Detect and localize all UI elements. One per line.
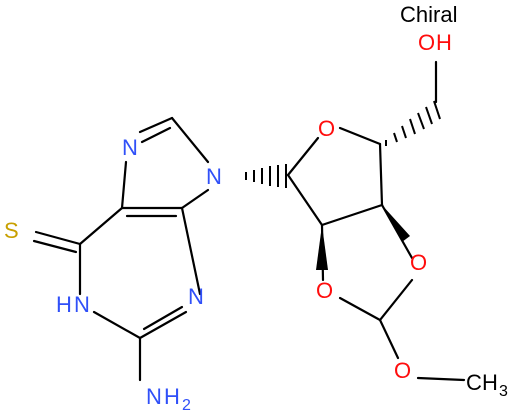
atom-o-dioxolane-left: O [316,278,333,303]
bond-n3-c4 [180,206,202,296]
atom-oh-o: O [418,30,435,55]
bond-n1-c2 [92,310,142,340]
atom-n3: N [188,284,204,309]
bond-o-methoxy-ch3 [416,376,466,382]
stereo-wedges-group [245,100,441,270]
bond-c5-c6 [78,206,124,246]
bond-c2-n3 [138,310,188,340]
chiral-label: Chiral [400,2,457,27]
bond-cacetal-o-right [378,278,414,322]
bond-n7-c8-inner [140,126,172,144]
solid-wedge-c3p-o [382,205,410,242]
hashed-wedge-c4p-c5p [385,100,441,146]
bond-c2-n3-inner [142,305,184,331]
atom-n1-h: H [56,292,72,317]
atom-n9: N [206,164,222,189]
atom-o-dioxolane-right: O [410,250,427,275]
bond-o-left-cacetal [338,296,382,322]
bond-o4p-c4p [338,126,382,146]
atom-sulfur: S [4,218,19,243]
bond-c6-s-inner [32,239,78,254]
atom-ch3-c: C [466,370,482,395]
atom-n1: N [74,292,90,317]
atom-o-ring: O [318,116,335,141]
bond-cacetal-o-methoxy [378,318,400,360]
atom-nh2-h: H [164,384,180,409]
hashed-wedge-n9-c1p [245,164,287,188]
atom-labels-group: Chiral N N N H N N H 2 S O O H O O O C H… [4,2,508,411]
bond-n9-c4 [180,188,210,210]
atom-nh2-n: N [146,384,162,409]
bond-c1p-o4p [286,136,320,177]
atom-o-methoxy: O [394,358,411,383]
bond-n7-c8 [138,116,174,134]
atom-ch3-subscript: 3 [499,383,508,400]
solid-wedge-c2p-o [316,225,328,270]
bond-c3p-c2p [320,203,384,227]
bond-c4p-c3p [378,142,384,207]
bonds-group [32,60,466,382]
atom-n7: N [122,135,138,160]
bond-c6-s [34,230,82,246]
atom-oh-h: H [436,30,452,55]
bond-c5-n7 [120,160,128,210]
bond-c2p-c1p [286,173,324,227]
bond-c8-n9 [170,116,210,164]
atom-ch3-h: H [482,370,498,395]
atom-nh2-subscript: 2 [182,397,191,411]
